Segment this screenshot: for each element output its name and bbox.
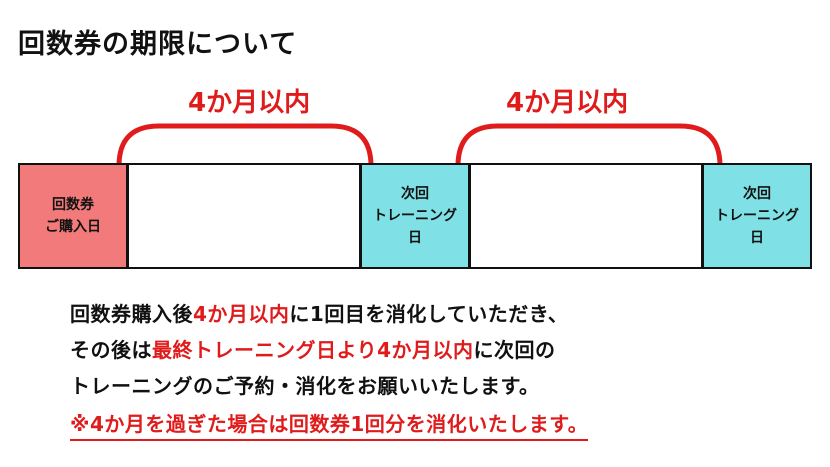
- period-blank-1: [127, 163, 361, 269]
- desc-line2-part1: その後は: [70, 338, 152, 362]
- desc-line1-part3: に1回目を消化していただき、: [289, 302, 569, 326]
- purchase-date-cell: 回数券 ご購入日: [18, 163, 128, 269]
- purchase-date-label: 回数券 ご購入日: [45, 197, 101, 235]
- warning-note: ※4か月を過ぎた場合は回数券1回分を消化いたします。: [70, 408, 589, 441]
- period-bracket-1: [116, 123, 374, 168]
- description-line-1: 回数券購入後4か月以内に1回目を消化していただき、: [70, 298, 568, 327]
- period-label-2: 4か月以内: [506, 88, 629, 118]
- next-training-cell-1: 次回 トレーニング 日: [360, 163, 470, 269]
- next-training-cell-2: 次回 トレーニング 日: [702, 163, 812, 269]
- description-line-3: トレーニングのご予約・消化をお願いいたします。: [70, 374, 540, 398]
- period-bracket-2: [455, 123, 723, 168]
- period-label-1: 4か月以内: [188, 88, 311, 118]
- desc-line1-highlight: 4か月以内: [193, 302, 290, 326]
- page-title: 回数券の期限について: [18, 29, 298, 60]
- desc-line2-highlight: 最終トレーニング日より4か月以内: [152, 338, 474, 362]
- desc-line2-part3: に次回の: [473, 338, 556, 362]
- next-training-label-1: 次回 トレーニング 日: [373, 186, 457, 246]
- desc-line1-part1: 回数券購入後: [70, 302, 193, 326]
- next-training-label-2: 次回 トレーニング 日: [715, 186, 799, 246]
- period-blank-2: [469, 163, 703, 269]
- description-line-2: その後は最終トレーニング日より4か月以内に次回の: [70, 334, 556, 363]
